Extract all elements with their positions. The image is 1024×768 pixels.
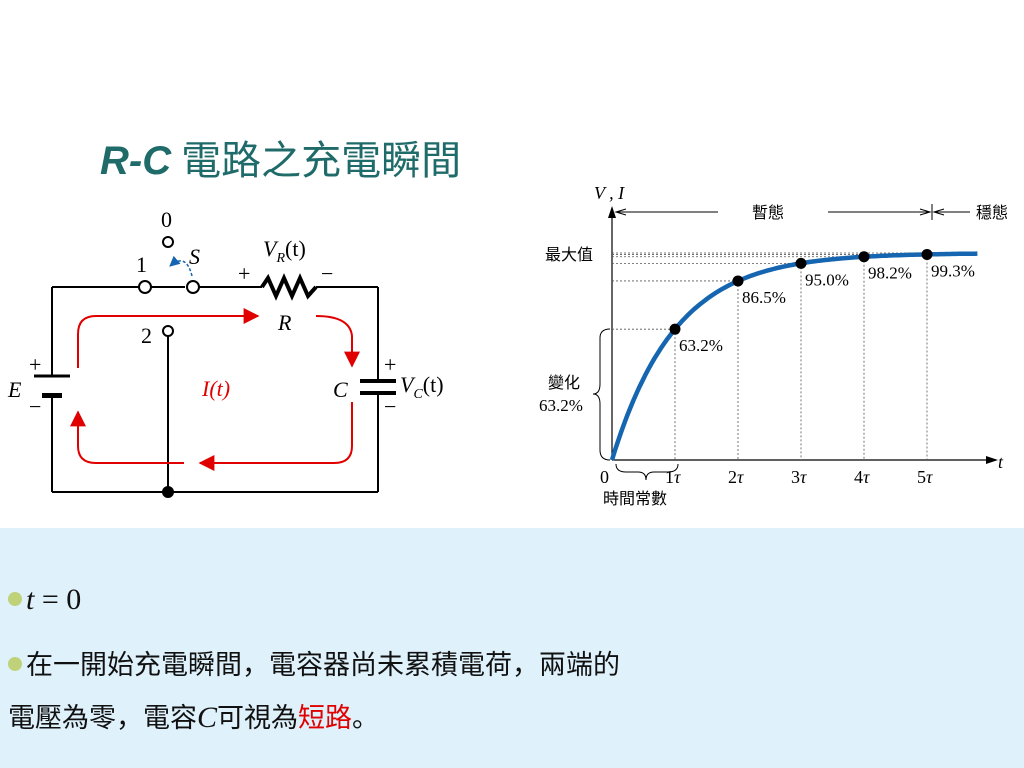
- point-value-label: 63.2%: [679, 336, 723, 355]
- bullet-1: t = 0: [8, 583, 81, 617]
- point-value-label: 98.2%: [868, 264, 912, 283]
- point-value-label: 86.5%: [742, 288, 786, 307]
- bullet-dot-icon: [8, 592, 22, 606]
- bullet-1-eq: = 0: [34, 583, 82, 616]
- x-axis-label: t: [998, 452, 1004, 472]
- change-label: 變化: [548, 373, 580, 392]
- x-tick-label: 4τ: [854, 467, 870, 487]
- vc-minus: −: [384, 394, 396, 419]
- bullet-2-line-2a: 電壓為零，電容: [8, 703, 197, 734]
- curve-point: [732, 275, 744, 287]
- time-constant-label: 時間常數: [603, 489, 667, 508]
- vr-plus: +: [238, 261, 250, 286]
- current-label: I(t): [201, 376, 230, 401]
- charging-curve-chart: 0 1τ 2τ 3τ 4τ 5τ 63.2% 86.5% 95.0% 98.2% 99.3% V …: [539, 183, 1008, 508]
- switch-label: S: [189, 244, 200, 269]
- max-value-label: 最大值: [545, 245, 593, 264]
- vr-label: VR(t): [263, 236, 306, 266]
- change-label-pct: 63.2%: [539, 396, 583, 415]
- transient-label: 暫態: [752, 203, 784, 222]
- title-text: 電路之充電瞬間: [181, 138, 462, 184]
- x-tick-label: 5τ: [917, 467, 933, 487]
- slide-title: R-C 電路之充電瞬間: [100, 128, 461, 186]
- x-tick-label: 1τ: [665, 467, 681, 487]
- x-tick-label: 0: [600, 467, 609, 487]
- x-tick-label: 2τ: [728, 467, 744, 487]
- battery-plus: +: [29, 352, 41, 377]
- title-rc: R-C: [100, 139, 172, 183]
- battery-label: E: [7, 377, 22, 402]
- bullet-1-var: t: [26, 583, 35, 616]
- curve-point: [669, 323, 681, 335]
- bullet-2-var-c: C: [197, 701, 218, 734]
- vc-plus: +: [384, 352, 396, 377]
- steady-label: 穩態: [976, 203, 1008, 222]
- bullet-2-continued: 電壓為零，電容C可視為短路。: [8, 696, 379, 735]
- curve-point: [795, 257, 807, 269]
- bullet-2: 在一開始充電瞬間，電容器尚未累積電荷，兩端的: [8, 643, 620, 682]
- charging-curve-line: [609, 251, 978, 461]
- point-value-label: 99.3%: [931, 261, 975, 280]
- curve-point: [921, 248, 933, 260]
- vc-label: VC(t): [400, 372, 444, 402]
- capacitor-label: C: [333, 377, 348, 402]
- curve-point: [858, 251, 870, 263]
- x-tick-label: 3τ: [791, 467, 807, 487]
- node-1-label: 1: [136, 252, 147, 277]
- bullet-panel: t = 0 在一開始充電瞬間，電容器尚未累積電荷，兩端的 電壓為零，電容C可視為…: [0, 528, 1024, 768]
- y-axis-label: V , I: [594, 183, 625, 203]
- node-2-label: 2: [141, 323, 152, 348]
- bullet-2-line-2b: 可視為: [217, 703, 299, 734]
- node-0-label: 0: [161, 207, 172, 232]
- resistor-label: R: [277, 310, 292, 335]
- bullet-2-short-circuit: 短路: [298, 703, 353, 734]
- rc-circuit-diagram: 0 1 2 S + − VR(t) R I(t) C + − VC(t) + −…: [7, 207, 444, 498]
- bullet-2-line-1: 在一開始充電瞬間，電容器尚未累積電荷，兩端的: [26, 650, 620, 681]
- vr-minus: −: [321, 261, 333, 286]
- bullet-dot-icon: [8, 657, 22, 671]
- bullet-2-period: 。: [352, 703, 380, 734]
- battery-minus: −: [29, 394, 41, 419]
- point-value-label: 95.0%: [805, 270, 849, 289]
